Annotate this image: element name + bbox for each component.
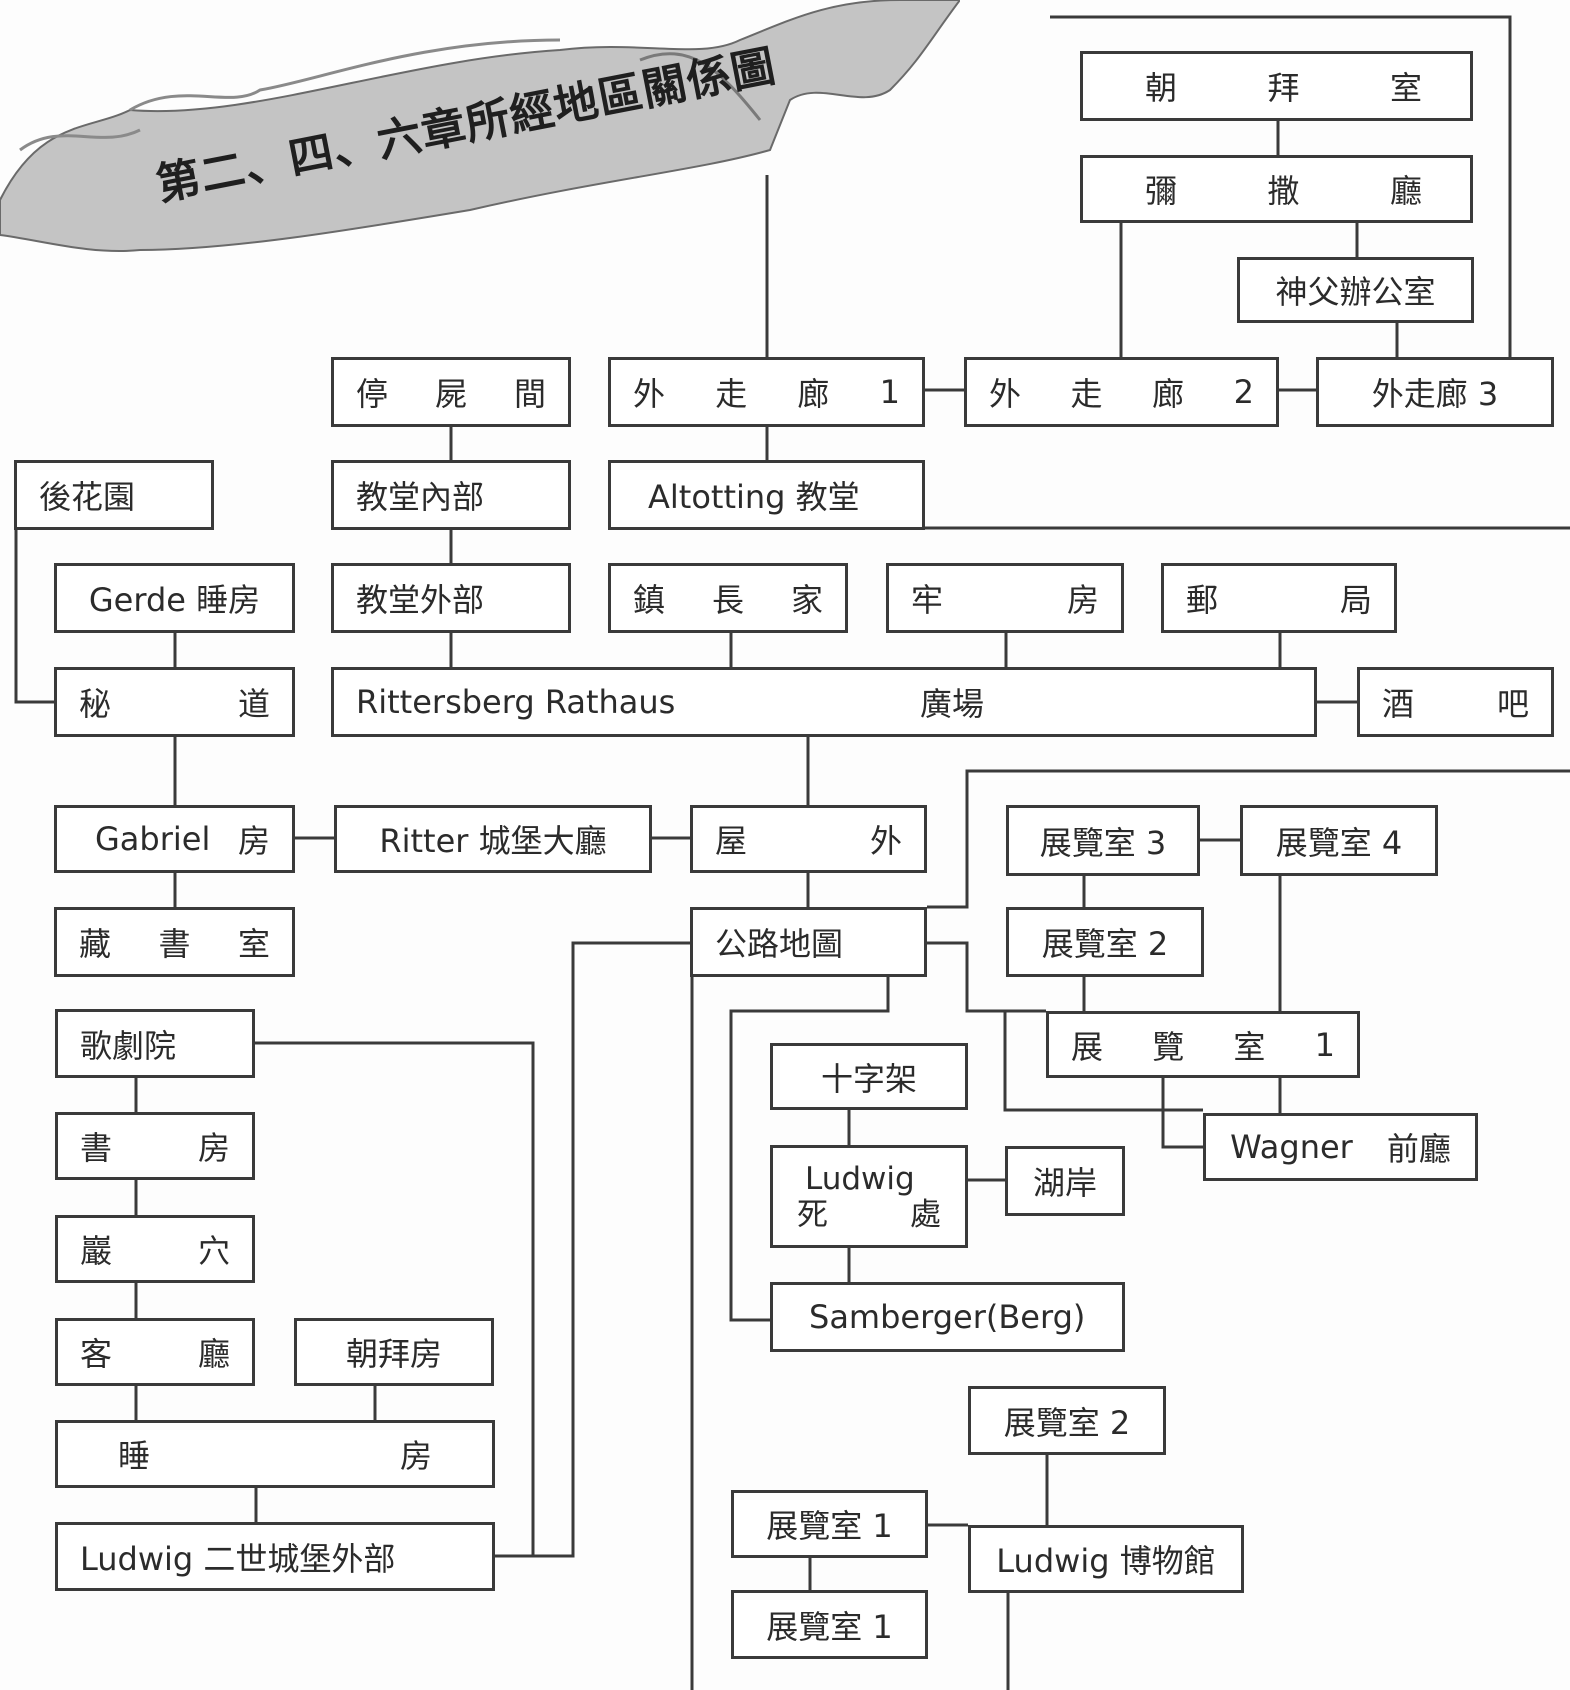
node-exhibit-2-top: 展覽室 2 (1006, 907, 1204, 977)
node-morgue: 停屍間 (331, 357, 571, 427)
node-opera-house: 歌劇院 (55, 1009, 255, 1078)
node-living-room: 客廳 (55, 1318, 255, 1386)
node-cave: 巖穴 (55, 1215, 255, 1283)
node-church-outside: 教堂外部 (331, 563, 571, 633)
node-lakeshore: 湖岸 (1005, 1146, 1125, 1216)
node-exhibit-3: 展覽室 3 (1006, 805, 1200, 876)
node-museum-exhibit-1b: 展覽室 1 (731, 1590, 928, 1659)
node-ludwig-museum: Ludwig 博物館 (968, 1525, 1244, 1593)
node-altotting-church: Altotting 教堂 (608, 460, 925, 530)
node-ritter-hall: Ritter 城堡大廳 (334, 805, 652, 873)
node-church-inside: 教堂內部 (331, 460, 571, 530)
node-museum-exhibit-2: 展覽室 2 (968, 1386, 1166, 1455)
node-cross: 十字架 (770, 1043, 968, 1110)
node-outer-corridor-3: 外走廊 3 (1316, 357, 1554, 427)
node-library: 藏書室 (54, 907, 295, 977)
node-mass-hall: 彌撒廳 (1080, 155, 1473, 223)
scroll-banner (0, 0, 960, 252)
node-secret-passage: 秘道 (54, 667, 295, 737)
node-ludwig-death: Ludwig 死處 (770, 1145, 968, 1248)
node-bedroom: 睡房 (55, 1420, 495, 1488)
node-samberger: Samberger(Berg) (770, 1282, 1125, 1352)
node-back-garden: 後花園 (14, 460, 214, 530)
node-mayor-house: 鎮長家 (608, 563, 848, 633)
node-exhibit-4: 展覽室 4 (1240, 805, 1438, 876)
node-road-map: 公路地圖 (690, 907, 927, 977)
node-chapel: 朝拜室 (1080, 51, 1473, 121)
node-priest-office: 神父辦公室 (1237, 257, 1474, 323)
node-bar: 酒吧 (1357, 667, 1554, 737)
node-gerde-bedroom: Gerde 睡房 (54, 563, 295, 633)
node-ludwig-castle-outside: Ludwig 二世城堡外部 (55, 1522, 495, 1591)
node-study: 書房 (55, 1112, 255, 1180)
node-prison: 牢房 (886, 563, 1124, 633)
node-worship-room: 朝拜房 (294, 1318, 494, 1386)
node-museum-exhibit-1a: 展覽室 1 (731, 1490, 928, 1558)
node-outdoors: 屋外 (690, 805, 927, 873)
node-post-office: 郵局 (1161, 563, 1397, 633)
